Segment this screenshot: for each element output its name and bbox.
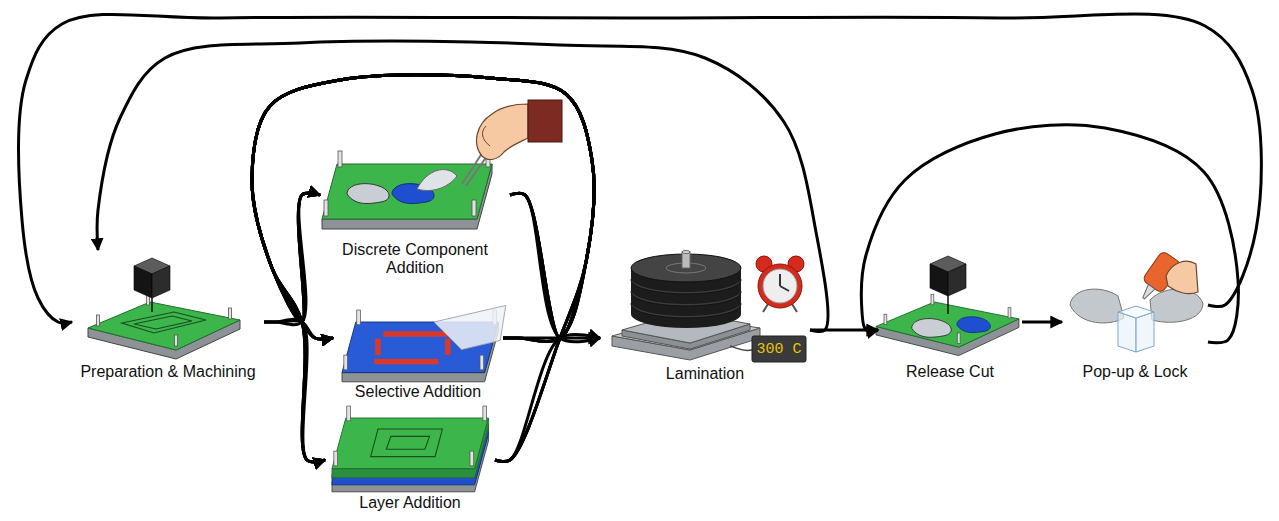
layer-stack bbox=[332, 406, 488, 492]
selective-board bbox=[383, 331, 447, 337]
laser-cutter bbox=[134, 258, 170, 298]
process-step: Release Cut bbox=[878, 250, 1022, 381]
laser-cutter bbox=[930, 256, 966, 296]
laser-cutter bbox=[134, 258, 170, 298]
popup-mechanism bbox=[1070, 289, 1124, 323]
hand-with-tweezers bbox=[477, 104, 528, 159]
release-board bbox=[876, 294, 1019, 355]
process-step: Pop-up & Lock bbox=[1062, 250, 1208, 381]
machining-board bbox=[88, 302, 240, 350]
component-board bbox=[322, 164, 492, 229]
alarm-clock bbox=[756, 256, 804, 312]
process-step: Preparation & Machining bbox=[72, 250, 264, 381]
flow-arrow bbox=[861, 125, 1238, 343]
hand bbox=[1166, 261, 1198, 293]
node-label: Preparation & Machining bbox=[80, 363, 255, 381]
laser-beam bbox=[947, 296, 949, 314]
flow-arrow bbox=[252, 75, 594, 462]
lamination-press bbox=[612, 251, 760, 361]
flow-arrow bbox=[252, 75, 594, 462]
process-step: Layer Addition bbox=[325, 410, 495, 512]
selective-board bbox=[342, 305, 506, 381]
release-board bbox=[912, 319, 952, 338]
hand-with-tweezers bbox=[528, 100, 562, 142]
lamination-press bbox=[682, 252, 690, 268]
alarm-clock bbox=[792, 304, 797, 312]
release-board bbox=[957, 317, 991, 333]
popup-mechanism bbox=[1070, 289, 1203, 352]
lamination-press bbox=[682, 251, 690, 254]
flow-arrow bbox=[252, 75, 594, 462]
flow-arrow bbox=[495, 334, 600, 461]
hand-with-tweezers bbox=[483, 126, 490, 146]
machining-board bbox=[134, 316, 192, 329]
alarm-clock bbox=[763, 269, 797, 303]
component-board bbox=[347, 184, 389, 204]
flow-arrow bbox=[252, 75, 594, 462]
temperature-readout: 300 C bbox=[752, 336, 806, 362]
alarm-clock bbox=[758, 264, 802, 308]
layer-stack bbox=[332, 418, 488, 469]
machining-board bbox=[88, 294, 240, 359]
laser-cutter bbox=[930, 256, 966, 296]
flow-arrow bbox=[264, 319, 325, 462]
component-board bbox=[324, 151, 490, 216]
temperature-display bbox=[730, 346, 752, 351]
popup-mechanism bbox=[1118, 306, 1154, 318]
hand-with-tweezers bbox=[462, 100, 562, 186]
popup-mechanism bbox=[1118, 312, 1136, 352]
selective-board bbox=[434, 305, 506, 349]
layer-stack bbox=[386, 436, 429, 449]
layer-stack bbox=[334, 406, 487, 466]
component-board bbox=[322, 164, 492, 219]
glue-bottle bbox=[1140, 284, 1155, 300]
popup-mechanism bbox=[1136, 312, 1154, 352]
alarm-clock bbox=[779, 274, 781, 286]
selective-board bbox=[375, 339, 381, 356]
flow-arrow bbox=[97, 41, 828, 332]
component-board bbox=[417, 170, 457, 191]
process-step: Discrete Component Addition bbox=[320, 155, 510, 277]
layer-stack bbox=[332, 418, 488, 478]
node-label: Selective Addition bbox=[355, 383, 481, 401]
release-board bbox=[884, 294, 1011, 343]
process-step: Selective Addition bbox=[333, 305, 503, 401]
alarm-clock bbox=[780, 286, 789, 291]
flow-arrow bbox=[1022, 321, 1062, 324]
node-label: Lamination bbox=[666, 365, 744, 383]
machining-board bbox=[97, 294, 232, 346]
node-label: Release Cut bbox=[906, 363, 994, 381]
laser-beam bbox=[151, 298, 153, 312]
selective-board bbox=[374, 359, 438, 365]
layer-stack bbox=[332, 406, 488, 478]
temperature-display bbox=[730, 336, 806, 362]
popup-mechanism bbox=[1150, 289, 1203, 322]
node-label: Layer Addition bbox=[359, 494, 460, 512]
selective-board bbox=[445, 339, 451, 356]
temperature-display bbox=[752, 336, 806, 362]
node-label: Pop-up & Lock bbox=[1083, 363, 1188, 381]
flow-arrow bbox=[510, 193, 600, 341]
node-label: Discrete Component Addition bbox=[333, 241, 498, 277]
component-board bbox=[322, 151, 492, 229]
layer-stack bbox=[371, 429, 443, 457]
machining-board bbox=[122, 312, 206, 333]
flow-arrow bbox=[252, 75, 594, 462]
flow-arrow bbox=[19, 14, 1262, 323]
process-step: Lamination bbox=[600, 245, 810, 383]
alarm-clock bbox=[763, 304, 768, 312]
